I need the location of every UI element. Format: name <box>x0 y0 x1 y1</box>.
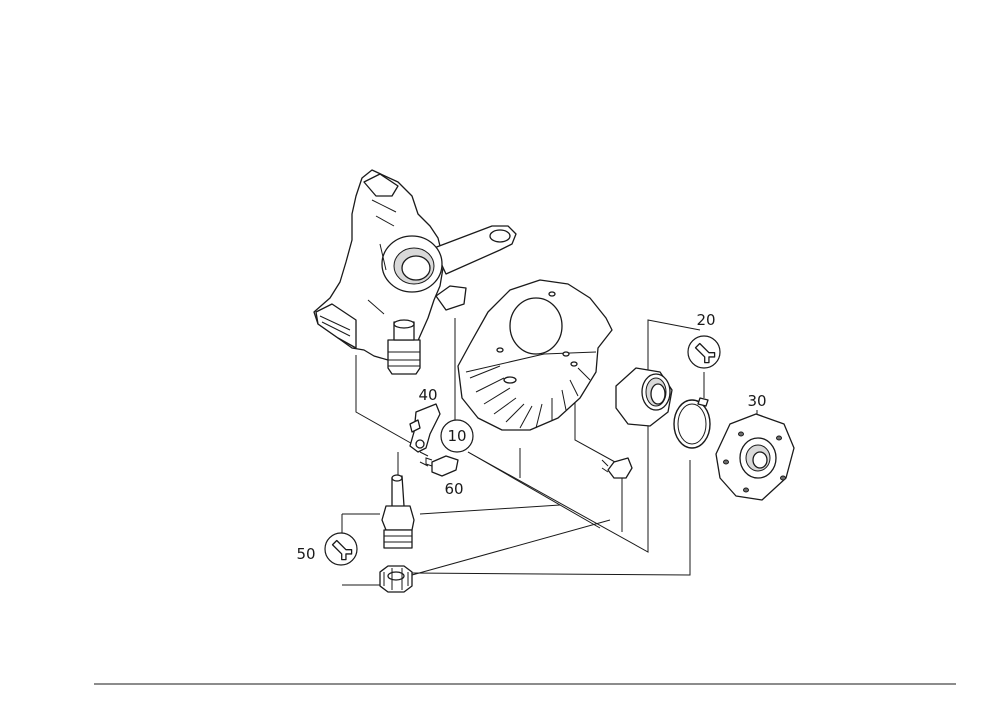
callout-50: 50 <box>296 545 315 563</box>
wrench-icon <box>331 539 353 561</box>
callout-60: 60 <box>444 480 463 498</box>
hex-bolt-60 <box>419 451 459 477</box>
callout-10-circle <box>440 419 474 453</box>
callout-20: 20 <box>696 311 715 329</box>
callouts: 10 20 30 40 50 60 <box>296 311 767 566</box>
snap-ring <box>673 397 711 449</box>
ball-joint <box>381 474 415 549</box>
castle-nut <box>379 565 413 593</box>
callout-30: 30 <box>747 392 766 410</box>
wrench-icon <box>694 342 716 364</box>
brake-line-bracket <box>409 403 441 453</box>
splash-shield <box>457 279 613 431</box>
steering-knuckle <box>313 169 517 375</box>
wheel-bearing <box>615 367 673 427</box>
callout-40: 40 <box>418 386 437 404</box>
callout-10: 10 <box>447 427 466 445</box>
leader-lines <box>341 318 758 586</box>
hex-bolt-shield <box>601 457 633 479</box>
wheel-hub <box>715 413 795 501</box>
